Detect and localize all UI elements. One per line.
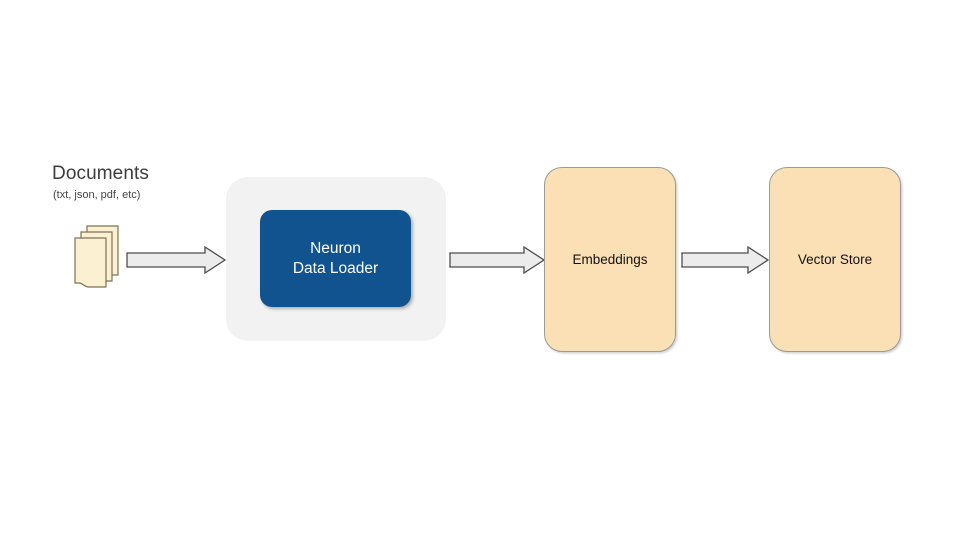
vector-store-label: Vector Store [797,252,873,267]
vector-store-node[interactable]: Vector Store [769,167,901,352]
documents-title: Documents [52,163,149,184]
arrow-loader-to-embeddings [449,245,546,275]
document-stack-icon [73,225,125,293]
embeddings-label: Embeddings [572,252,648,267]
embeddings-node[interactable]: Embeddings [544,167,676,352]
arrow-embeddings-to-vector-store [681,245,770,275]
arrow-documents-to-loader [126,245,227,275]
neuron-data-loader-label: Neuron Data Loader [292,239,379,277]
documents-node: Documents (txt, json, pdf, etc) [40,163,220,303]
documents-subtitle: (txt, json, pdf, etc) [53,189,141,201]
neuron-data-loader-node[interactable]: Neuron Data Loader [260,210,411,307]
